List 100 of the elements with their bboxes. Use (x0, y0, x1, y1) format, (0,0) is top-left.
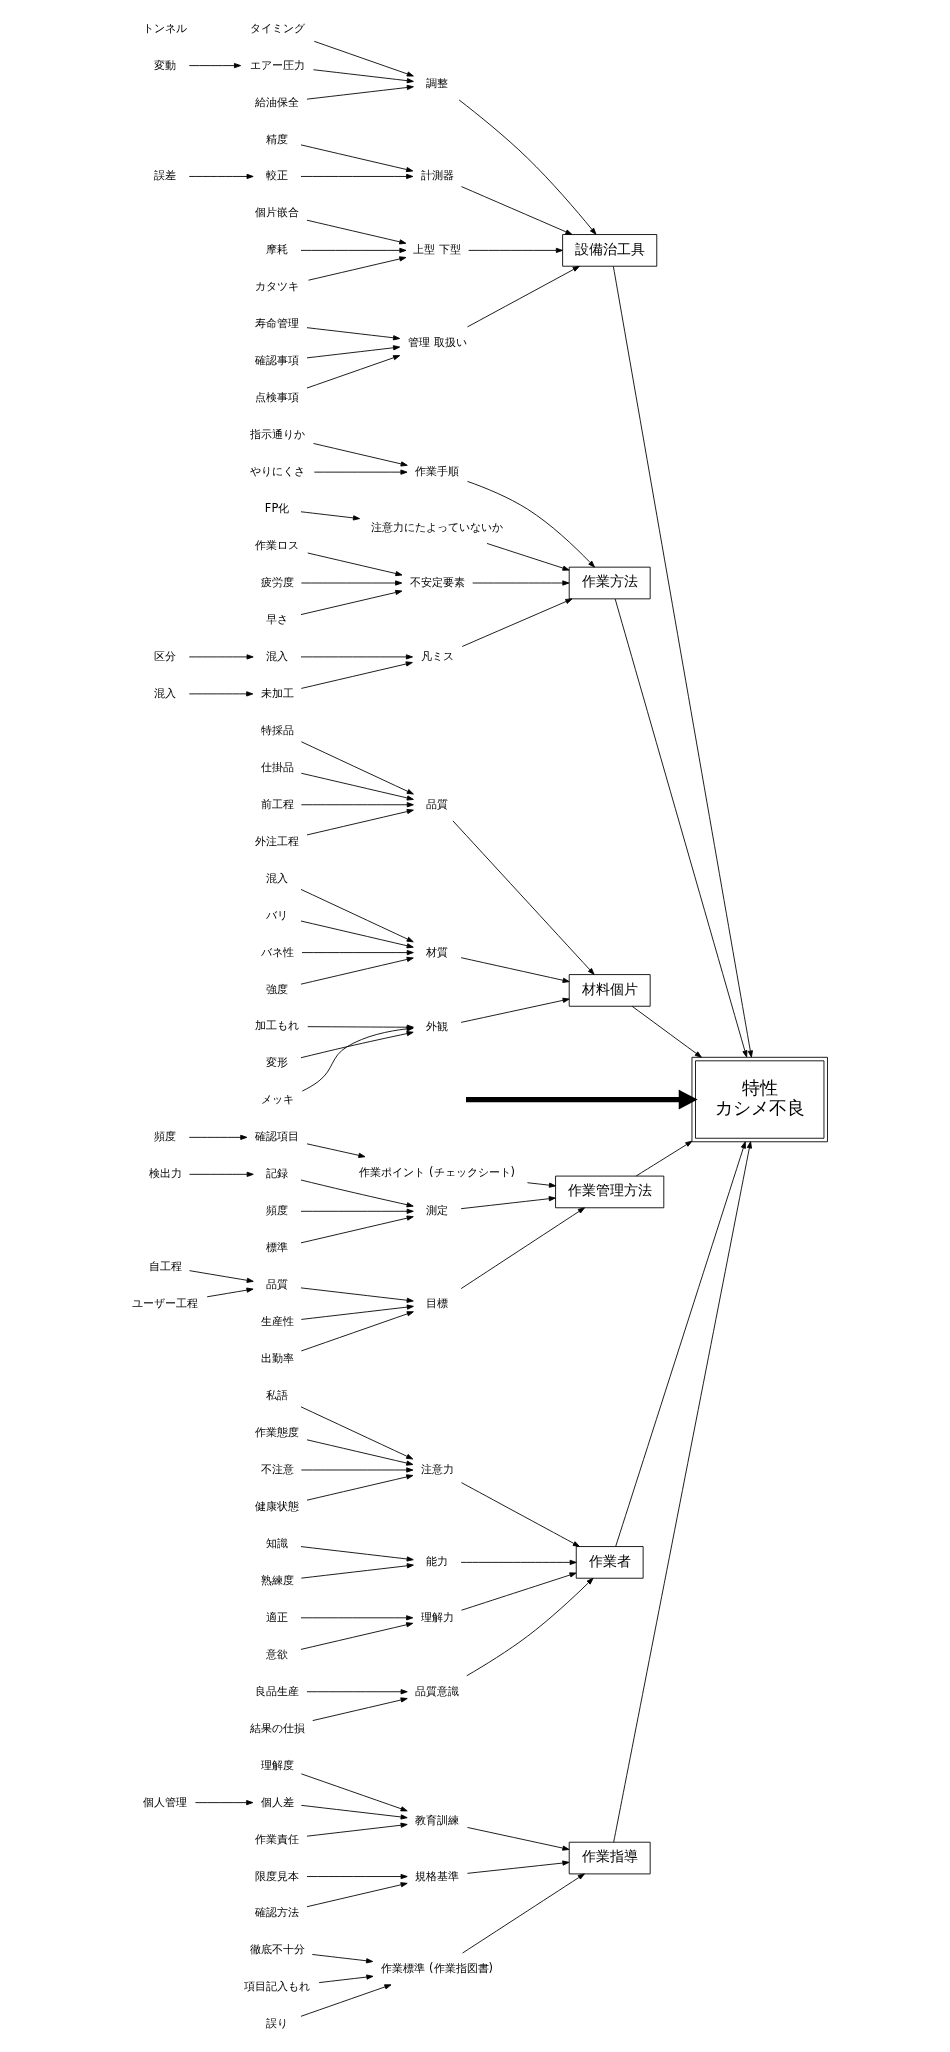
arrow (306, 1438, 413, 1466)
node-text: 仕掛品 (260, 759, 294, 774)
node-text: 混入 (265, 870, 288, 885)
arrow (206, 1287, 253, 1297)
node-text: 早さ (265, 611, 288, 626)
arrow (300, 589, 402, 615)
arrow (194, 1799, 253, 1805)
node-text: 不注意 (260, 1461, 294, 1476)
node-text: 個人差 (260, 1794, 294, 1809)
arrow (306, 84, 414, 100)
node-text: 誤差 (153, 167, 176, 182)
arrow (307, 255, 406, 281)
arrow (300, 1466, 413, 1473)
arrow (460, 1571, 577, 1611)
node-text: 徹底不十分 (249, 1941, 305, 1956)
arrow (300, 579, 402, 586)
node-text: 知識 (265, 1535, 288, 1550)
arrow (526, 1181, 556, 1188)
node-text: 較正 (265, 167, 288, 182)
arrow (486, 542, 569, 571)
node-text: 確認事項 (254, 352, 299, 367)
node-text: エアー圧力 (249, 57, 305, 72)
label: トンネル (142, 20, 187, 35)
node-text: 混入 (265, 648, 288, 663)
arrow (300, 143, 413, 172)
arrow (300, 1179, 414, 1207)
node-text: バリ (265, 907, 288, 922)
node-text: 頻度 (265, 1202, 288, 1217)
arrow (312, 68, 414, 83)
arrow (188, 62, 241, 68)
arrow (635, 1140, 692, 1176)
arrow (313, 469, 407, 475)
node-text: 上型 下型 (412, 241, 461, 256)
arrow (466, 1826, 569, 1851)
arrow (466, 1859, 569, 1874)
node-text: 項目記入もれ (243, 1978, 310, 1993)
node-text: 出勤率 (260, 1350, 294, 1365)
node-text: 作業手順 (414, 463, 459, 478)
arrow (465, 1577, 593, 1676)
arrow (300, 956, 414, 985)
arrow (300, 1215, 414, 1243)
arrow (300, 1304, 414, 1320)
node-text: 不安定要素 (409, 574, 465, 589)
node-text: FP化 (264, 500, 289, 515)
arrow (461, 598, 572, 647)
node-text: 健康状態 (254, 1498, 299, 1513)
node-text: 記録 (265, 1165, 288, 1180)
arrow (300, 1562, 414, 1579)
node-text: 疲労度 (260, 574, 294, 589)
node-text: 熟練度 (260, 1572, 294, 1587)
arrow (300, 1208, 414, 1214)
node-text: 生産性 (260, 1313, 294, 1328)
node-text: 注意力にたよっていないか (370, 519, 503, 534)
node-text: 加工もれ (254, 1017, 299, 1032)
node-text: 個片嵌合 (254, 204, 299, 219)
node-text: 自工程 (148, 1258, 182, 1273)
arrow (306, 1142, 365, 1158)
arrow (458, 99, 596, 235)
node-text: 測定 (425, 1202, 448, 1217)
node-text: 品質意識 (414, 1683, 459, 1698)
node-text: 意欲 (265, 1646, 288, 1661)
node-text: 精度 (265, 131, 288, 145)
node-box: 作業者 (575, 1545, 644, 1579)
arrow (471, 579, 569, 586)
arrow (300, 1310, 414, 1351)
node-text: 凡ミス (420, 648, 454, 663)
arrow (306, 326, 400, 340)
arrow (300, 920, 414, 948)
arrow (300, 1030, 414, 1058)
arrow (460, 997, 570, 1023)
arrow (452, 819, 595, 975)
node-text: 確認項目 (254, 1128, 299, 1143)
arrow (311, 1696, 408, 1721)
node-text: 品質 (265, 1276, 288, 1291)
arrow (306, 344, 400, 358)
node-text: 標準 (265, 1239, 288, 1254)
node-text: 確認方法 (254, 1904, 299, 1919)
arrow (300, 740, 414, 794)
node-box: 作業指導 (568, 1841, 651, 1874)
arrow (311, 1953, 373, 1963)
node-text: 作業ロス (254, 537, 299, 552)
arrow (460, 1206, 585, 1289)
node-text: 限度見本 (254, 1868, 299, 1883)
node-text: 点検事項 (254, 389, 299, 404)
arrow (631, 1005, 702, 1058)
arrow (188, 173, 254, 179)
node-text: 変形 (265, 1054, 288, 1069)
arrow (466, 265, 580, 327)
arrow (300, 772, 414, 801)
arrow (318, 1973, 373, 1983)
node-text: 作業態度 (254, 1424, 299, 1439)
arrow (460, 956, 570, 983)
node-text: カタツキ (254, 278, 299, 293)
arrow (300, 247, 406, 253)
arrow (460, 1481, 580, 1547)
node-text: 混入 (153, 685, 176, 700)
node-text: 理解度 (260, 1757, 294, 1772)
arrow (467, 247, 563, 253)
arrow (188, 1269, 254, 1283)
arrow (300, 801, 414, 807)
